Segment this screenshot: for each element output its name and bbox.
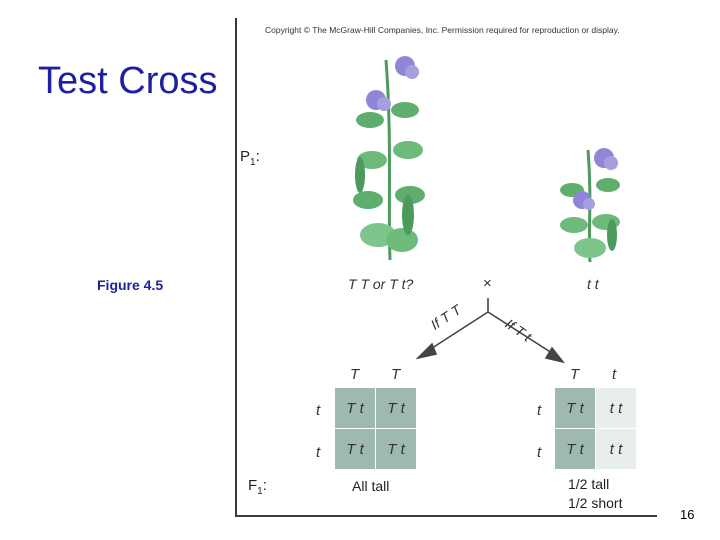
punnett-cell: T t (335, 388, 376, 429)
punnett-cell: t t (596, 429, 637, 470)
right-result-short: 1/2 short (568, 495, 622, 511)
right-top-gamete-2: t (612, 366, 616, 383)
left-punnett-square: T t T t T t T t (334, 387, 417, 470)
left-side-gamete-2: t (316, 444, 320, 461)
punnett-cell: T t (555, 429, 596, 470)
punnett-cell: T t (555, 388, 596, 429)
right-top-gamete-1: T (570, 366, 579, 383)
short-plant-image (560, 148, 620, 262)
right-result-tall: 1/2 tall (568, 476, 609, 492)
right-side-gamete-1: t (537, 402, 541, 419)
right-parent-genotype: t t (587, 276, 599, 292)
tall-plant-image (353, 56, 425, 260)
punnett-cell: T t (335, 429, 376, 470)
right-side-gamete-2: t (537, 444, 541, 461)
left-side-gamete-1: t (316, 402, 320, 419)
cross-symbol: × (483, 275, 492, 292)
punnett-cell: t t (596, 388, 637, 429)
f1-generation-label: F1: (248, 477, 267, 497)
left-parent-genotype: T T or T t? (348, 276, 413, 292)
left-top-gamete-1: T (350, 366, 359, 383)
punnett-cell: T t (376, 388, 417, 429)
left-result: All tall (352, 478, 389, 494)
left-top-gamete-2: T (391, 366, 400, 383)
p1-generation-label: P1: (240, 148, 260, 168)
punnett-cell: T t (376, 429, 417, 470)
right-punnett-square: T t t t T t t t (554, 387, 637, 470)
